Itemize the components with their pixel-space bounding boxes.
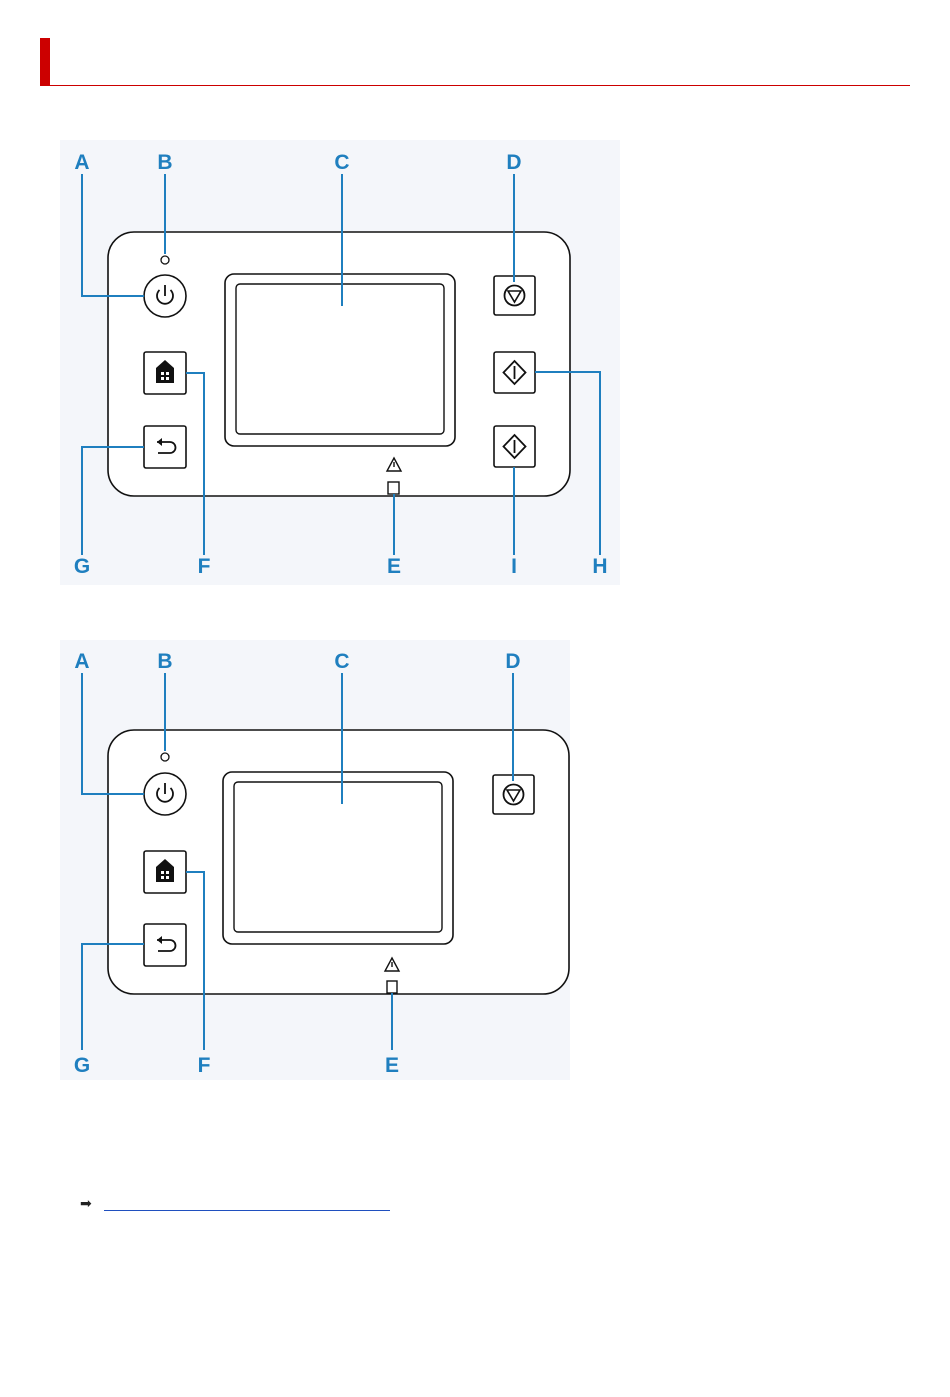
callout-touch-screen: C <box>334 650 349 673</box>
callout-power-lamp: B <box>157 650 172 673</box>
touch-screen[interactable] <box>225 274 455 446</box>
callout-stop-button: D <box>505 650 520 673</box>
arrow-right-icon: ➡ <box>80 1196 92 1210</box>
callout-home-button: F <box>198 555 211 578</box>
callout-touch-screen: C <box>334 151 349 174</box>
callout-back-button: G <box>74 555 90 578</box>
related-topic-link-text[interactable] <box>104 1196 390 1211</box>
callout-stop-button: D <box>506 151 521 174</box>
callout-alarm-lamp: E <box>385 1054 399 1077</box>
callout-back-button: G <box>74 1054 90 1077</box>
callout-power-lamp: B <box>157 151 172 174</box>
related-topic-link[interactable]: ➡ <box>80 1193 390 1213</box>
callout-alarm-lamp: E <box>387 555 401 578</box>
operation-panel-diagram-compact: A B C D G F E <box>60 640 570 1080</box>
back-button[interactable] <box>144 924 186 966</box>
power-lamp <box>161 256 169 264</box>
black-start-button[interactable] <box>494 426 535 467</box>
operation-panel-diagram-full: A B C D G F E I H <box>60 140 620 585</box>
callout-power-button: A <box>74 151 89 174</box>
home-button[interactable] <box>144 352 186 394</box>
power-lamp <box>161 753 169 761</box>
section-title-marker <box>40 38 50 86</box>
power-button[interactable] <box>144 773 186 815</box>
callout-color-start-button: H <box>592 555 607 578</box>
callout-black-start-button: I <box>511 555 517 578</box>
callout-home-button: F <box>198 1054 211 1077</box>
touch-screen[interactable] <box>223 772 453 944</box>
power-button[interactable] <box>144 275 186 317</box>
color-start-button[interactable] <box>494 352 535 393</box>
callout-power-button: A <box>74 650 89 673</box>
section-title-rule <box>40 85 910 86</box>
home-button[interactable] <box>144 851 186 893</box>
back-button[interactable] <box>144 426 186 468</box>
